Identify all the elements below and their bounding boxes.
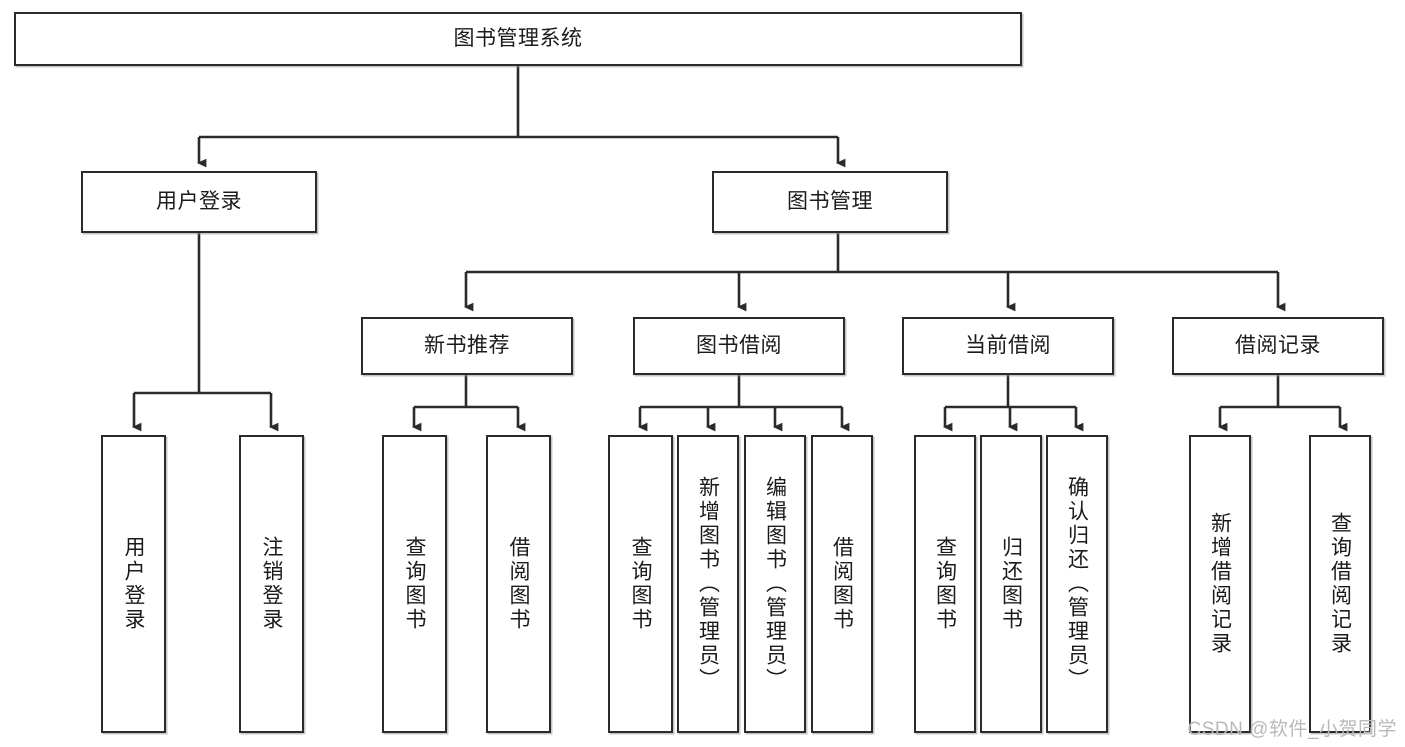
- node-label: 查询图书: [629, 536, 652, 632]
- node-label: 当前借阅: [965, 333, 1051, 357]
- node-label: 借阅记录: [1235, 333, 1321, 357]
- node-user-login[interactable]: 用户登录: [81, 171, 317, 233]
- node-leaf-logout-login[interactable]: 注销登录: [239, 435, 304, 733]
- node-label: 图书管理系统: [453, 26, 583, 50]
- node-label: 借阅图书: [830, 536, 854, 632]
- node-leaf-query-book-1[interactable]: 查询图书: [382, 435, 447, 733]
- node-new-book-recommend[interactable]: 新书推荐: [361, 317, 573, 375]
- node-label: 图书管理: [787, 189, 873, 213]
- node-label: 新书推荐: [424, 333, 510, 357]
- node-label: 新增借阅记录: [1208, 512, 1232, 656]
- node-label: 图书借阅: [696, 333, 782, 357]
- node-borrow-record[interactable]: 借阅记录: [1172, 317, 1384, 375]
- node-leaf-add-borrow-record[interactable]: 新增借阅记录: [1189, 435, 1251, 733]
- node-book-management[interactable]: 图书管理: [712, 171, 948, 233]
- node-leaf-user-login[interactable]: 用户登录: [101, 435, 166, 733]
- node-book-borrow[interactable]: 图书借阅: [633, 317, 845, 375]
- node-label: 查询借阅记录: [1328, 512, 1352, 656]
- node-label: 查询图书: [403, 536, 426, 632]
- node-leaf-query-book-3[interactable]: 查询图书: [914, 435, 976, 733]
- node-label: 注销登录: [260, 536, 283, 632]
- node-leaf-add-book[interactable]: 新增图书（管理员）: [677, 435, 739, 733]
- node-label: 编辑图书（管理员）: [763, 476, 787, 692]
- node-leaf-borrow-book-2[interactable]: 借阅图书: [811, 435, 873, 733]
- node-label: 借阅图书: [507, 536, 530, 632]
- watermark: CSDN @软件_小贺同学: [1187, 719, 1397, 740]
- node-leaf-borrow-book-1[interactable]: 借阅图书: [486, 435, 551, 733]
- node-leaf-confirm-return[interactable]: 确认归还（管理员）: [1046, 435, 1108, 733]
- node-label: 新增图书（管理员）: [696, 476, 720, 692]
- node-label: 确认归还（管理员）: [1065, 476, 1089, 692]
- node-label: 用户登录: [156, 189, 242, 213]
- node-label: 查询图书: [933, 536, 957, 632]
- node-label: 用户登录: [122, 536, 145, 632]
- node-leaf-return-book[interactable]: 归还图书: [980, 435, 1042, 733]
- node-book-management-system[interactable]: 图书管理系统: [14, 12, 1022, 66]
- node-current-borrow[interactable]: 当前借阅: [902, 317, 1114, 375]
- node-leaf-query-borrow-record[interactable]: 查询借阅记录: [1309, 435, 1371, 733]
- node-label: 归还图书: [999, 536, 1023, 632]
- node-leaf-query-book-2[interactable]: 查询图书: [608, 435, 673, 733]
- node-leaf-edit-book[interactable]: 编辑图书（管理员）: [744, 435, 806, 733]
